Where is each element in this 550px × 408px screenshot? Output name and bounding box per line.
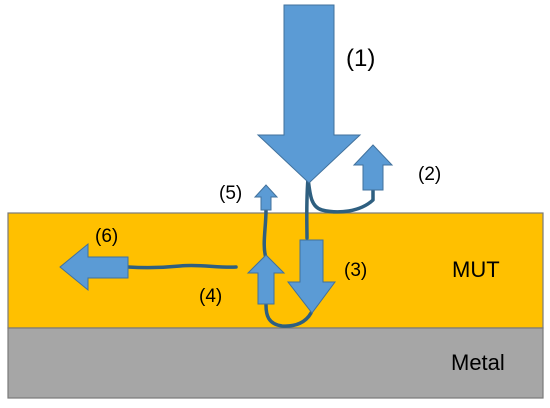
- transmission-path-line: [305, 176, 310, 240]
- label-transmitted: (3): [344, 260, 367, 281]
- reflected-arrow: [352, 144, 394, 191]
- metal-reflected-arrow: [246, 254, 286, 305]
- label-emerging: (5): [219, 183, 242, 204]
- layer-label-metal: Metal: [451, 350, 505, 375]
- label-metal-reflected: (4): [199, 286, 222, 307]
- metal-return-path-line: [264, 303, 313, 328]
- lateral-path-line: [126, 263, 238, 270]
- metal-layer: [7, 327, 544, 399]
- incident-arrow: [256, 4, 362, 184]
- layer-label-mut: MUT: [452, 257, 500, 282]
- lateral-arrow: [59, 242, 129, 292]
- transmitted-arrow: [286, 239, 336, 314]
- label-reflected: (2): [418, 164, 441, 185]
- label-lateral: (6): [95, 226, 118, 247]
- emerging-arrow: [253, 184, 279, 211]
- reflection-path-line: [306, 176, 375, 214]
- emerging-path-line: [262, 208, 268, 260]
- label-incident: (1): [346, 45, 375, 72]
